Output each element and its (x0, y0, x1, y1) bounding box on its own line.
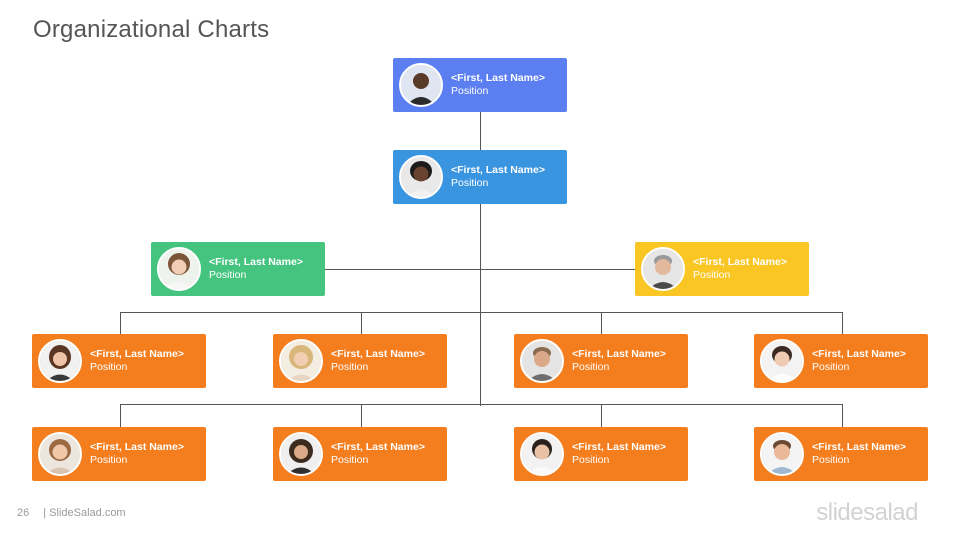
org-node-staff-4[interactable]: <First, Last Name> Position (754, 334, 928, 388)
org-node-staff-2[interactable]: <First, Last Name> Position (273, 334, 447, 388)
person-name: <First, Last Name> (90, 348, 184, 360)
person-name: <First, Last Name> (693, 256, 787, 268)
person-position: Position (331, 361, 369, 373)
person-avatar-icon (399, 155, 443, 199)
person-avatar-icon (760, 432, 804, 476)
org-node-staff-1[interactable]: <First, Last Name> Position (32, 334, 206, 388)
person-avatar-icon (279, 432, 323, 476)
person-position: Position (451, 85, 489, 97)
person-name: <First, Last Name> (209, 256, 303, 268)
person-name: <First, Last Name> (331, 441, 425, 453)
slide-footer: 26 | SlideSalad.com (17, 507, 126, 519)
person-position: Position (572, 454, 610, 466)
person-avatar-icon (38, 339, 82, 383)
org-node-staff-5[interactable]: <First, Last Name> Position (32, 427, 206, 481)
person-avatar-icon (157, 247, 201, 291)
footer-website: | SlideSalad.com (43, 507, 126, 519)
person-avatar-icon (760, 339, 804, 383)
org-node-staff-3[interactable]: <First, Last Name> Position (514, 334, 688, 388)
org-node-director[interactable]: <First, Last Name> Position (393, 150, 567, 204)
org-node-staff-6[interactable]: <First, Last Name> Position (273, 427, 447, 481)
person-name: <First, Last Name> (331, 348, 425, 360)
person-position: Position (812, 361, 850, 373)
person-position: Position (331, 454, 369, 466)
person-name: <First, Last Name> (572, 348, 666, 360)
person-name: <First, Last Name> (812, 348, 906, 360)
org-node-manager-left[interactable]: <First, Last Name> Position (151, 242, 325, 296)
person-name: <First, Last Name> (451, 72, 545, 84)
slide-number: 26 (17, 507, 30, 519)
person-avatar-icon (279, 339, 323, 383)
person-name: <First, Last Name> (572, 441, 666, 453)
org-node-ceo[interactable]: <First, Last Name> Position (393, 58, 567, 112)
page-title: Organizational Charts (33, 16, 270, 43)
org-node-manager-right[interactable]: <First, Last Name> Position (635, 242, 809, 296)
person-position: Position (812, 454, 850, 466)
person-avatar-icon (399, 63, 443, 107)
person-avatar-icon (520, 432, 564, 476)
person-position: Position (572, 361, 610, 373)
org-node-staff-7[interactable]: <First, Last Name> Position (514, 427, 688, 481)
person-avatar-icon (38, 432, 82, 476)
person-position: Position (90, 454, 128, 466)
person-position: Position (209, 269, 247, 281)
person-name: <First, Last Name> (90, 441, 184, 453)
brand-logo: slidesalad (816, 499, 918, 526)
person-position: Position (451, 177, 489, 189)
person-name: <First, Last Name> (451, 164, 545, 176)
person-name: <First, Last Name> (812, 441, 906, 453)
person-position: Position (693, 269, 731, 281)
person-avatar-icon (520, 339, 564, 383)
person-avatar-icon (641, 247, 685, 291)
org-node-staff-8[interactable]: <First, Last Name> Position (754, 427, 928, 481)
person-position: Position (90, 361, 128, 373)
